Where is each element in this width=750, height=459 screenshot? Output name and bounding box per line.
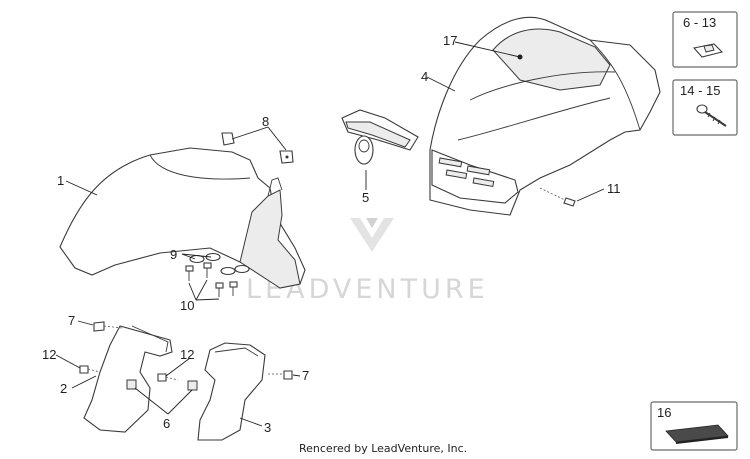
screw-icon [696,104,727,127]
kit-box-14-15[interactable]: 14 - 15 [672,79,738,136]
kit-box-6-13[interactable]: 6 - 13 [672,11,738,68]
kit-box-16[interactable]: 16 [650,401,738,451]
screw-set-7[interactable] [93,321,293,380]
screw-set-10[interactable] [185,262,238,297]
callout-3: 3 [264,420,271,435]
screw-8[interactable] [221,132,294,164]
left-bracket-part[interactable] [83,325,173,433]
front-shield-part[interactable] [429,16,661,216]
adhesive-pad-icon [665,424,729,444]
footer-credit: Rencered by LeadVenture, Inc. [299,442,467,455]
callout-4: 4 [421,69,428,84]
speed-nut-icon [692,43,724,58]
callout-9: 9 [170,247,177,262]
callout-11: 11 [607,181,621,196]
kit-box-16-label: 16 [657,405,671,420]
lock-cover-part[interactable] [341,109,419,165]
callout-1: 1 [57,173,64,188]
callout-5: 5 [362,190,369,205]
leadventure-watermark-logo [350,218,394,252]
right-bracket-part[interactable] [187,342,266,441]
callout-10: 10 [180,298,194,313]
callout-8: 8 [262,114,269,129]
front-mudguard-part[interactable] [59,147,306,289]
callout-12-left: 12 [42,347,56,362]
kit-box-6-13-label: 6 - 13 [683,15,716,30]
kit-box-14-15-label: 14 - 15 [680,83,720,98]
callout-12-right: 12 [180,347,194,362]
callout-6: 6 [163,416,170,431]
callout-7-left: 7 [68,313,75,328]
screw-set-12[interactable] [79,365,179,382]
callout-2: 2 [60,381,67,396]
leader-lines [55,41,605,427]
callout-17: 17 [443,33,457,48]
callout-7-right: 7 [302,368,309,383]
screw-11[interactable] [539,187,576,207]
